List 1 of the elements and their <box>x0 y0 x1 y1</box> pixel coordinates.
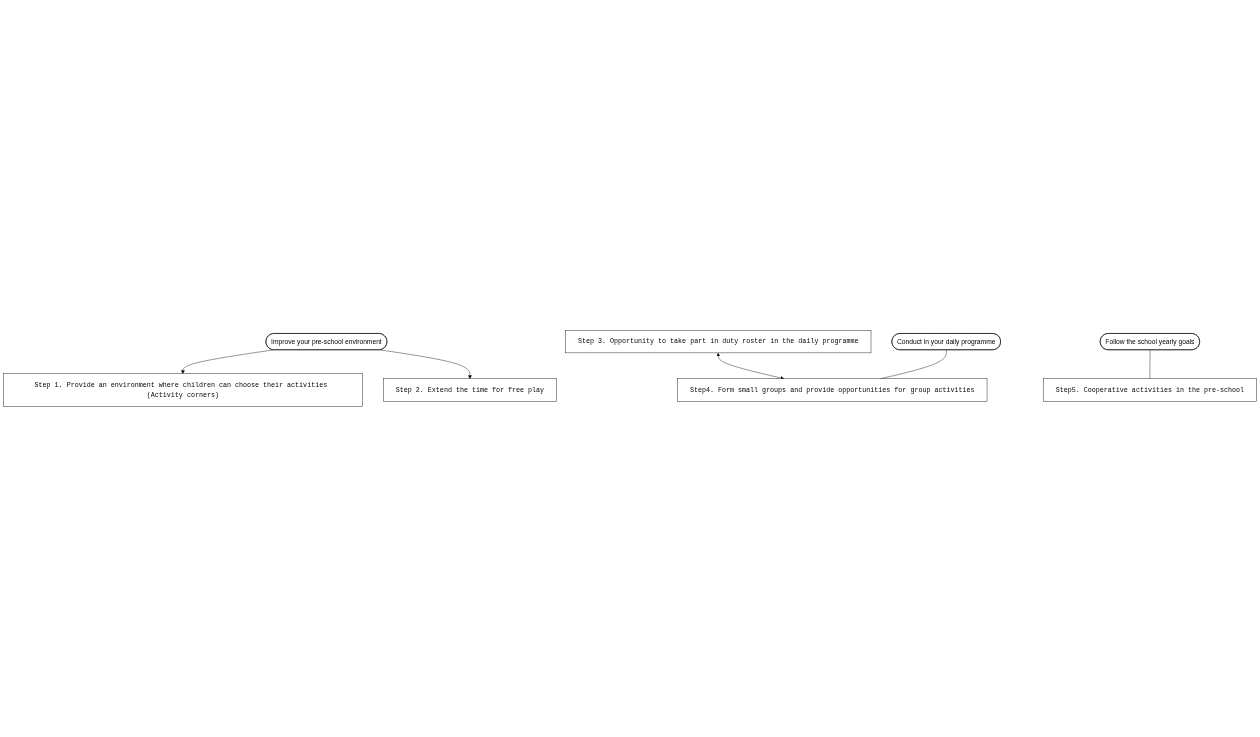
connector <box>1149 349 1151 380</box>
